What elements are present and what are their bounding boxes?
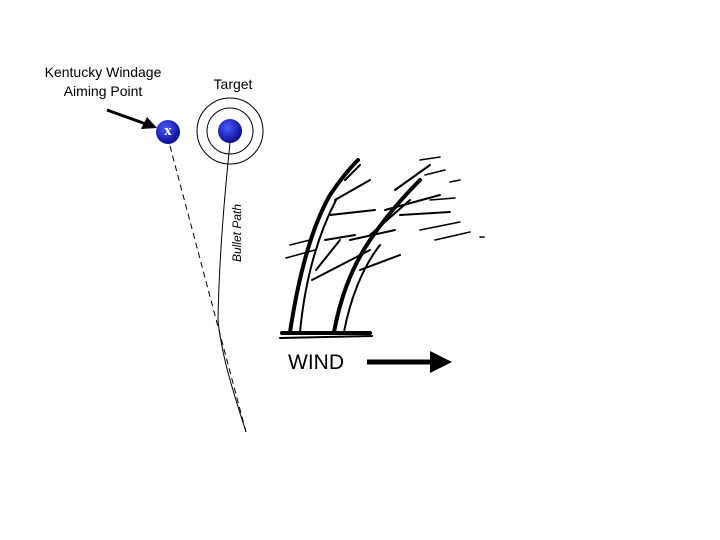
target xyxy=(196,97,264,165)
wind-arrow-icon xyxy=(367,351,452,373)
trees-icon xyxy=(279,156,485,339)
aiming-point-x: x xyxy=(164,123,172,139)
wind-label: WIND xyxy=(288,351,344,374)
aiming-point-label-line1: Kentucky Windage xyxy=(44,64,162,80)
target-label: Target xyxy=(213,76,253,92)
pointer-arrow xyxy=(106,108,157,129)
aiming-point-marker xyxy=(156,120,180,144)
aiming-point-label: Kentucky Windage Aiming Point xyxy=(28,63,178,101)
bullet-path-line xyxy=(217,142,247,433)
aiming-point-label-line2: Aiming Point xyxy=(63,83,143,99)
bullet-path-label: Bullet Path xyxy=(230,203,244,263)
